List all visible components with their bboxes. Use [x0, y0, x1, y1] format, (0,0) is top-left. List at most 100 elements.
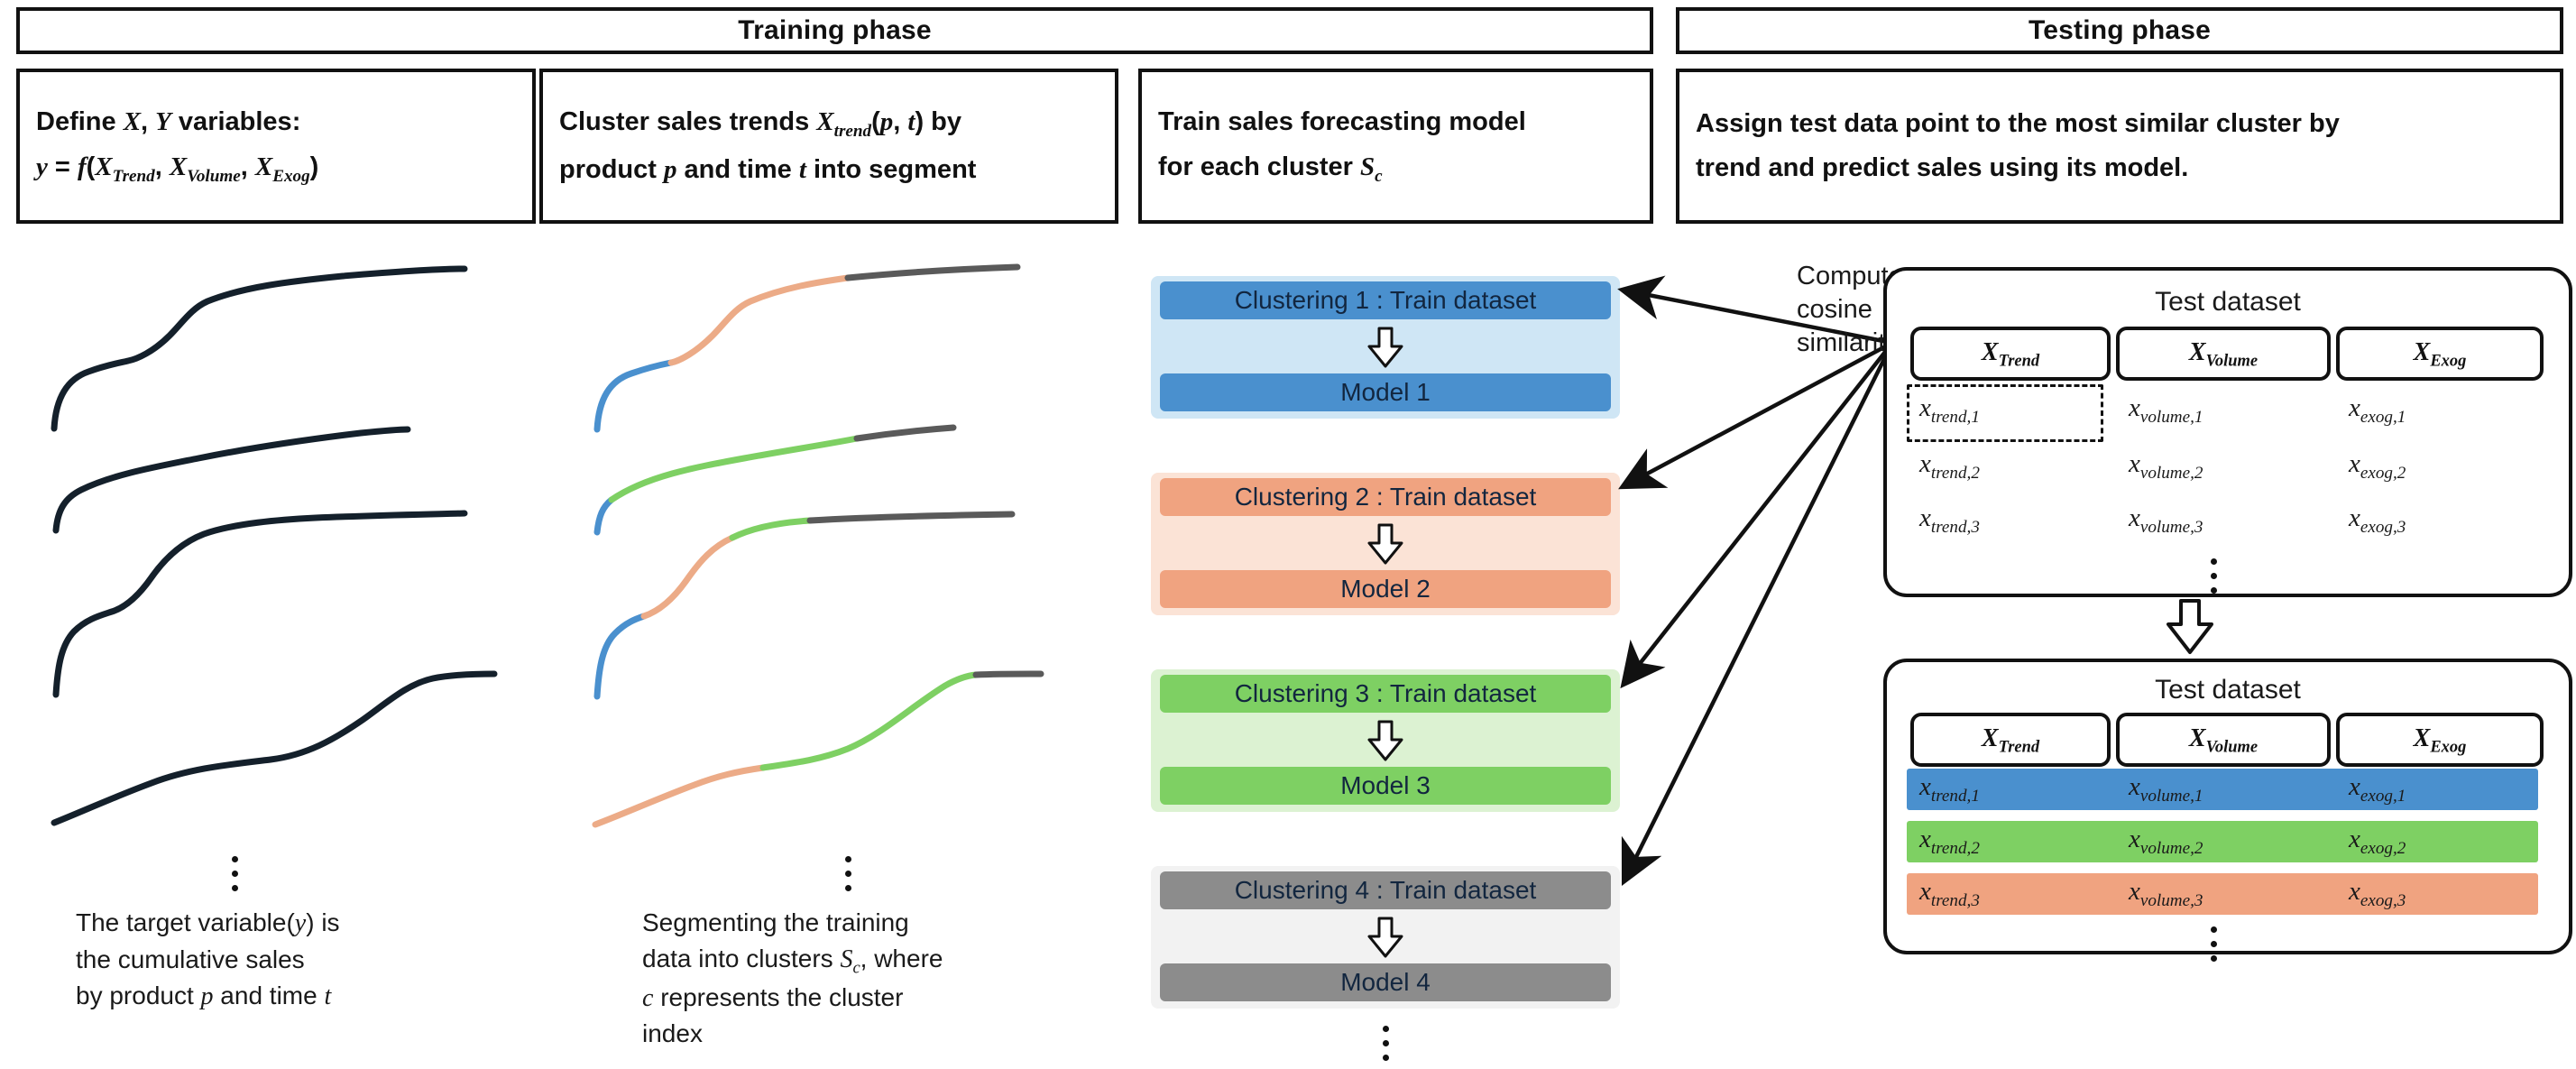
testing-phase-header: Testing phase — [1676, 7, 2563, 54]
caption-middle: Segmenting the training data into cluste… — [642, 905, 1093, 1052]
caption-middle-line3: c represents the cluster — [642, 982, 904, 1012]
down-arrow-icon — [1366, 523, 1405, 565]
cell-exog-2-top: xexog,2 — [2349, 449, 2406, 483]
clustering-4-label: Clustering 4 : Train dataset — [1234, 876, 1537, 904]
seg-curve-4-green — [759, 671, 980, 771]
clustering-3-title-bar[interactable]: Clustering 3 : Train dataset — [1160, 675, 1611, 713]
seg-curve-1-orange — [667, 274, 851, 366]
model-3-label: Model 3 — [1340, 771, 1431, 799]
test-dataset-bottom-ellipsis — [2204, 918, 2222, 970]
cell-volume-2-top: xvolume,2 — [2129, 449, 2203, 483]
seg-curve-3-gray — [806, 511, 1016, 524]
arrow-to-cluster-1 — [1617, 275, 1893, 346]
assign-line2: trend and predict sales using its model. — [1696, 153, 2189, 182]
curves-middle-ellipsis — [839, 848, 857, 899]
seg-curve-2-green — [608, 435, 860, 503]
curve-1 — [51, 265, 468, 432]
model-1-label: Model 1 — [1340, 378, 1431, 406]
step-box-define-variables: Define X, Y variables: y = f(XTrend, XVo… — [16, 69, 536, 224]
cell-trend-1-bottom: xtrend,1 — [1919, 772, 1980, 806]
cell-trend-2-bottom: xtrend,2 — [1919, 825, 1980, 858]
clustering-2-label: Clustering 2 : Train dataset — [1234, 483, 1537, 511]
down-arrow-icon — [1366, 720, 1405, 761]
table-row[interactable] — [1907, 769, 2538, 810]
caption-left: The target variable(y) is the cumulative… — [76, 905, 500, 1014]
cell-trend-3-bottom: xtrend,3 — [1919, 877, 1980, 910]
cluster-trends-text: Cluster sales trends Xtrend(p, t) by pro… — [543, 103, 992, 189]
caption-left-line2: the cumulative sales — [76, 945, 305, 973]
caption-middle-line1: Segmenting the training — [642, 908, 909, 936]
cluster-group-4: Clustering 4 : Train dataset Model 4 — [1151, 866, 1620, 1009]
testing-phase-label: Testing phase — [2028, 15, 2212, 45]
column-header-exog-bottom-label: XExog — [2413, 723, 2467, 756]
define-variables-formula: y = f(XTrend, XVolume, XExog) — [36, 152, 319, 186]
clustering-2-title-bar[interactable]: Clustering 2 : Train dataset — [1160, 478, 1611, 516]
clustering-1-title-bar[interactable]: Clustering 1 : Train dataset — [1160, 281, 1611, 319]
column-header-volume-bottom-label: XVolume — [2188, 723, 2259, 756]
model-2-bar[interactable]: Model 2 — [1160, 570, 1611, 608]
train-model-line2: for each cluster Sc — [1158, 152, 1383, 186]
seg-curve-3-orange — [640, 534, 736, 620]
model-1-bar[interactable]: Model 1 — [1160, 373, 1611, 411]
arrow-to-cluster-2 — [1618, 341, 1894, 490]
test-dataset-card-bottom: Test dataset XTrend XVolume XExog xtrend… — [1883, 659, 2572, 962]
cell-volume-2-bottom: xvolume,2 — [2129, 825, 2203, 858]
arrow-to-cluster-4 — [1621, 341, 1895, 887]
step-box-train-model: Train sales forecasting model for each c… — [1138, 69, 1653, 224]
arrow-to-cluster-3 — [1620, 341, 1894, 689]
cosine-similarity-arrows — [1605, 253, 1948, 1010]
seg-curve-4-gray — [972, 670, 1044, 678]
test-dataset-top-ellipsis — [2204, 550, 2222, 602]
caption-middle-line2: data into clusters Sc, where — [642, 944, 943, 977]
train-model-line1: Train sales forecasting model — [1158, 107, 1526, 136]
column-header-exog-top: XExog — [2336, 327, 2544, 381]
cell-exog-2-bottom: xexog,2 — [2349, 825, 2406, 858]
caption-left-line3: by product p and time t — [76, 981, 332, 1010]
assign-line1: Assign test data point to the most simil… — [1696, 108, 2340, 138]
cell-exog-1-top: xexog,1 — [2349, 393, 2406, 427]
test-dataset-bottom-title: Test dataset — [2155, 675, 2301, 705]
cosine-similarity-line2: cosine — [1797, 295, 1872, 325]
column-header-exog-top-label: XExog — [2413, 337, 2467, 370]
column-header-volume-bottom: XVolume — [2116, 713, 2331, 767]
seg-curve-2-blue — [593, 496, 615, 536]
seg-curve-2-gray — [853, 424, 957, 442]
cluster-group-1: Clustering 1 : Train dataset Model 1 — [1151, 276, 1620, 419]
curve-4 — [51, 670, 498, 826]
column-header-trend-top: XTrend — [1910, 327, 2111, 381]
seg-curve-4-orange — [592, 764, 767, 828]
cell-volume-3-top: xvolume,3 — [2129, 503, 2203, 537]
seg-curve-3-blue — [593, 613, 648, 700]
curve-3 — [52, 510, 468, 698]
step-box-assign-test-point: Assign test data point to the most simil… — [1676, 69, 2563, 224]
highlighted-test-point-cell[interactable] — [1907, 384, 2103, 442]
test-dataset-top-title: Test dataset — [2155, 287, 2301, 317]
table-row[interactable] — [1907, 873, 2538, 915]
cluster-group-3: Clustering 3 : Train dataset Model 3 — [1151, 669, 1620, 812]
cell-exog-3-bottom: xexog,3 — [2349, 877, 2406, 910]
clustering-4-title-bar[interactable]: Clustering 4 : Train dataset — [1160, 871, 1611, 909]
model-4-bar[interactable]: Model 4 — [1160, 963, 1611, 1001]
column-header-volume-top: XVolume — [2116, 327, 2331, 381]
column-header-volume-top-label: XVolume — [2188, 337, 2259, 370]
column-header-trend-bottom-label: XTrend — [1981, 723, 2040, 756]
define-variables-text: Define X, Y variables: y = f(XTrend, XVo… — [20, 103, 335, 189]
cluster-trends-line2: product p and time t into segment — [559, 154, 977, 184]
table-row[interactable] — [1907, 821, 2538, 862]
model-3-bar[interactable]: Model 3 — [1160, 767, 1611, 805]
define-variables-line1: Define X, Y variables: — [36, 107, 301, 136]
column-header-trend-bottom: XTrend — [1910, 713, 2111, 767]
curve-2 — [52, 426, 411, 534]
train-model-text: Train sales forecasting model for each c… — [1142, 103, 1542, 189]
cluster-trends-line1: Cluster sales trends Xtrend(p, t) by — [559, 107, 962, 141]
cumulative-sales-curves — [18, 262, 523, 830]
seg-curve-1-gray — [844, 263, 1021, 281]
cell-trend-2-top: xtrend,2 — [1919, 449, 1980, 483]
cosine-similarity-line3: similarity — [1797, 328, 1899, 358]
assign-test-point-text: Assign test data point to the most simil… — [1679, 105, 2356, 189]
down-arrow-icon — [1366, 327, 1405, 368]
down-arrow-icon — [1366, 917, 1405, 958]
cell-volume-1-top: xvolume,1 — [2129, 393, 2203, 427]
cell-trend-1-top: xtrend,1 — [1919, 393, 1980, 427]
cosine-similarity-label: Compute cosine similarity — [1797, 260, 1905, 360]
